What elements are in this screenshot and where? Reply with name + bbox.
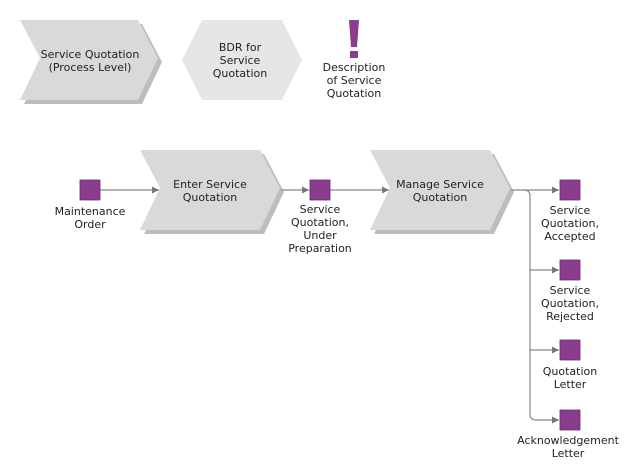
description-label: Description of Service Quotation [322, 61, 386, 100]
quotation-letter-object[interactable] [559, 339, 581, 361]
acknowledgement-letter-label: Acknowledgement Letter [517, 434, 619, 460]
exclamation-icon [349, 20, 359, 58]
acknowledgement-letter-object[interactable] [559, 409, 581, 431]
maintenance-order-label: Maintenance Order [54, 205, 126, 231]
accepted-label: Service Quotation, Accepted [541, 204, 599, 243]
quotation-accepted-object[interactable] [559, 179, 581, 201]
information-objects [79, 179, 581, 431]
process-level-label: Service Quotation (Process Level) [40, 48, 140, 74]
connectors [100, 186, 559, 424]
manage-service-quotation-step[interactable] [370, 150, 514, 234]
enter-step-label: Enter Service Quotation [173, 178, 247, 204]
preparation-label: Service Quotation, Under Preparation [288, 203, 352, 255]
quotation-rejected-object[interactable] [559, 259, 581, 281]
manage-step-label: Manage Service Quotation [396, 178, 484, 204]
quotation-letter-label: Quotation Letter [542, 365, 598, 391]
maintenance-order-object[interactable] [79, 179, 101, 201]
bdr-label: BDR for Service Quotation [212, 41, 268, 80]
bdr-hexagon-shape[interactable] [182, 20, 302, 100]
enter-service-quotation-step[interactable] [140, 150, 284, 234]
quotation-under-preparation-object[interactable] [309, 179, 331, 201]
rejected-label: Service Quotation, Rejected [541, 284, 599, 323]
process-level-shape[interactable] [20, 20, 162, 104]
